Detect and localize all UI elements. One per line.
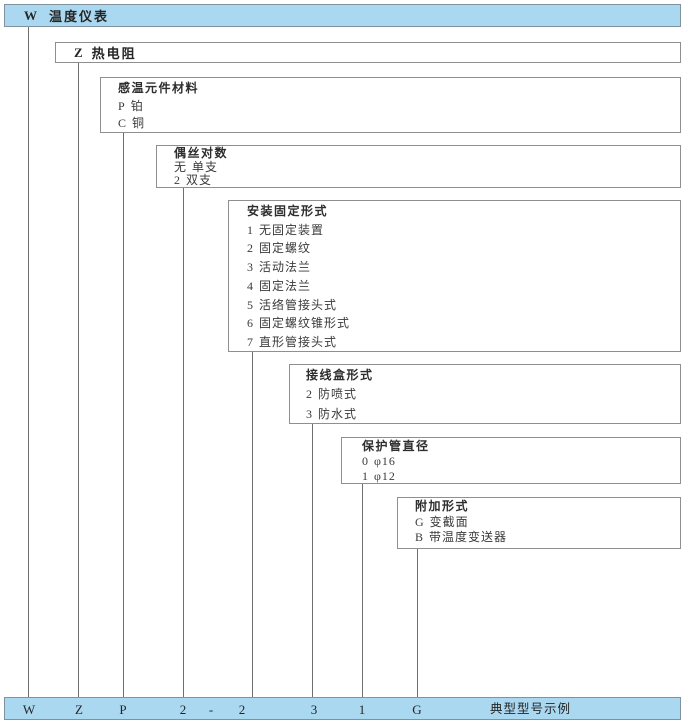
level2-box: Z 热电阻 (55, 42, 681, 63)
option-row: 3 防水式 (306, 405, 680, 424)
connector-line-mounting (252, 352, 253, 697)
box-title: 安装固定形式 (247, 204, 329, 218)
option-label: 活动法兰 (259, 260, 312, 275)
level2-label: 热电阻 (91, 46, 137, 61)
example-code: 2 (238, 702, 246, 717)
option-code: 3 (247, 260, 253, 275)
option-row: 1 无固定装置 (247, 221, 680, 240)
option-code: 2 (306, 387, 312, 402)
example-caption: 典型型号示例 (490, 702, 572, 716)
option-code: 1 (362, 469, 368, 483)
option-row: 2 防喷式 (306, 385, 680, 404)
option-row: 0 φ16 (362, 454, 680, 469)
box-title: 偶丝对数 (174, 146, 229, 160)
box-title: 接线盒形式 (306, 368, 374, 382)
connector-line-junction-box (312, 424, 313, 697)
option-label: 铂 (130, 98, 144, 113)
example-code: 1 (358, 702, 366, 717)
option-code: 1 (247, 222, 253, 237)
option-code: 7 (247, 334, 253, 349)
box-protection-tube-diameter: 保护管直径 0 φ16 1 φ12 (341, 437, 681, 484)
connector-line-pair-count (183, 188, 184, 697)
option-label: 防水式 (318, 406, 358, 421)
option-code: 无 (174, 159, 187, 174)
option-row: 1 φ12 (362, 469, 680, 484)
option-code: 2 (174, 173, 180, 187)
example-code: 2 (179, 702, 187, 717)
example-code: G (412, 702, 422, 717)
option-label: 直形管接头式 (259, 334, 338, 349)
option-code: 6 (247, 316, 253, 331)
box-title: 感温元件材料 (118, 81, 200, 95)
option-code: 0 (362, 454, 368, 468)
option-label: 单支 (192, 159, 219, 174)
option-code: 4 (247, 278, 253, 293)
example-code: W (22, 702, 36, 717)
box-junction-box-form: 接线盒形式 2 防喷式 3 防水式 (289, 364, 681, 424)
option-row: G 变截面 (415, 515, 680, 531)
option-label: 固定螺纹 (259, 241, 312, 256)
connector-line-p (123, 133, 124, 697)
option-row: 7 直形管接头式 (247, 333, 680, 352)
connector-line-additional (417, 549, 418, 697)
option-code: P (118, 98, 125, 113)
example-code: Z (75, 702, 83, 717)
level1-bar: W 温度仪表 (4, 4, 681, 27)
option-label: 双支 (186, 173, 213, 187)
option-row: B 带温度变送器 (415, 530, 680, 546)
option-code: 5 (247, 297, 253, 312)
connector-line-w (28, 27, 29, 697)
option-code: B (415, 530, 424, 544)
option-label: 活络管接头式 (259, 297, 338, 312)
example-code-dash: - (208, 702, 214, 717)
box-title: 附加形式 (415, 499, 470, 513)
option-label: 铜 (132, 116, 146, 130)
option-label: φ16 (374, 454, 396, 468)
level2-code: Z (74, 44, 83, 60)
option-code: C (118, 116, 127, 130)
option-row: 4 固定法兰 (247, 277, 680, 296)
box-additional-form: 附加形式 G 变截面 B 带温度变送器 (397, 497, 681, 549)
level1-label: 温度仪表 (49, 9, 110, 24)
option-label: 固定螺纹锥形式 (259, 316, 351, 331)
option-label: φ12 (374, 469, 396, 483)
option-row: 5 活络管接头式 (247, 296, 680, 315)
option-row: 3 活动法兰 (247, 258, 680, 277)
option-row: 2 固定螺纹 (247, 239, 680, 258)
connector-line-z (78, 63, 79, 697)
level1-code: W (24, 7, 37, 23)
example-code: P (119, 702, 127, 717)
option-label: 固定法兰 (259, 278, 312, 293)
option-row: 2 双支 (174, 173, 680, 188)
option-code: G (415, 514, 424, 529)
option-label: 防喷式 (318, 387, 358, 402)
option-row: 6 固定螺纹锥形式 (247, 314, 680, 333)
connector-line-tube-diameter (362, 484, 363, 697)
option-row: 无单支 (174, 159, 680, 175)
option-label: 带温度变送器 (429, 530, 508, 544)
option-label: 无固定装置 (259, 222, 325, 237)
example-code: 3 (310, 702, 318, 717)
option-label: 变截面 (429, 514, 469, 529)
box-wire-pair-count: 偶丝对数 无单支 2 双支 (156, 145, 681, 188)
example-model-bar: W Z P 2 - 2 3 1 G 典型型号示例 (4, 697, 681, 720)
option-code: 2 (247, 241, 253, 256)
box-title: 保护管直径 (362, 439, 430, 453)
option-code: 3 (306, 406, 312, 421)
